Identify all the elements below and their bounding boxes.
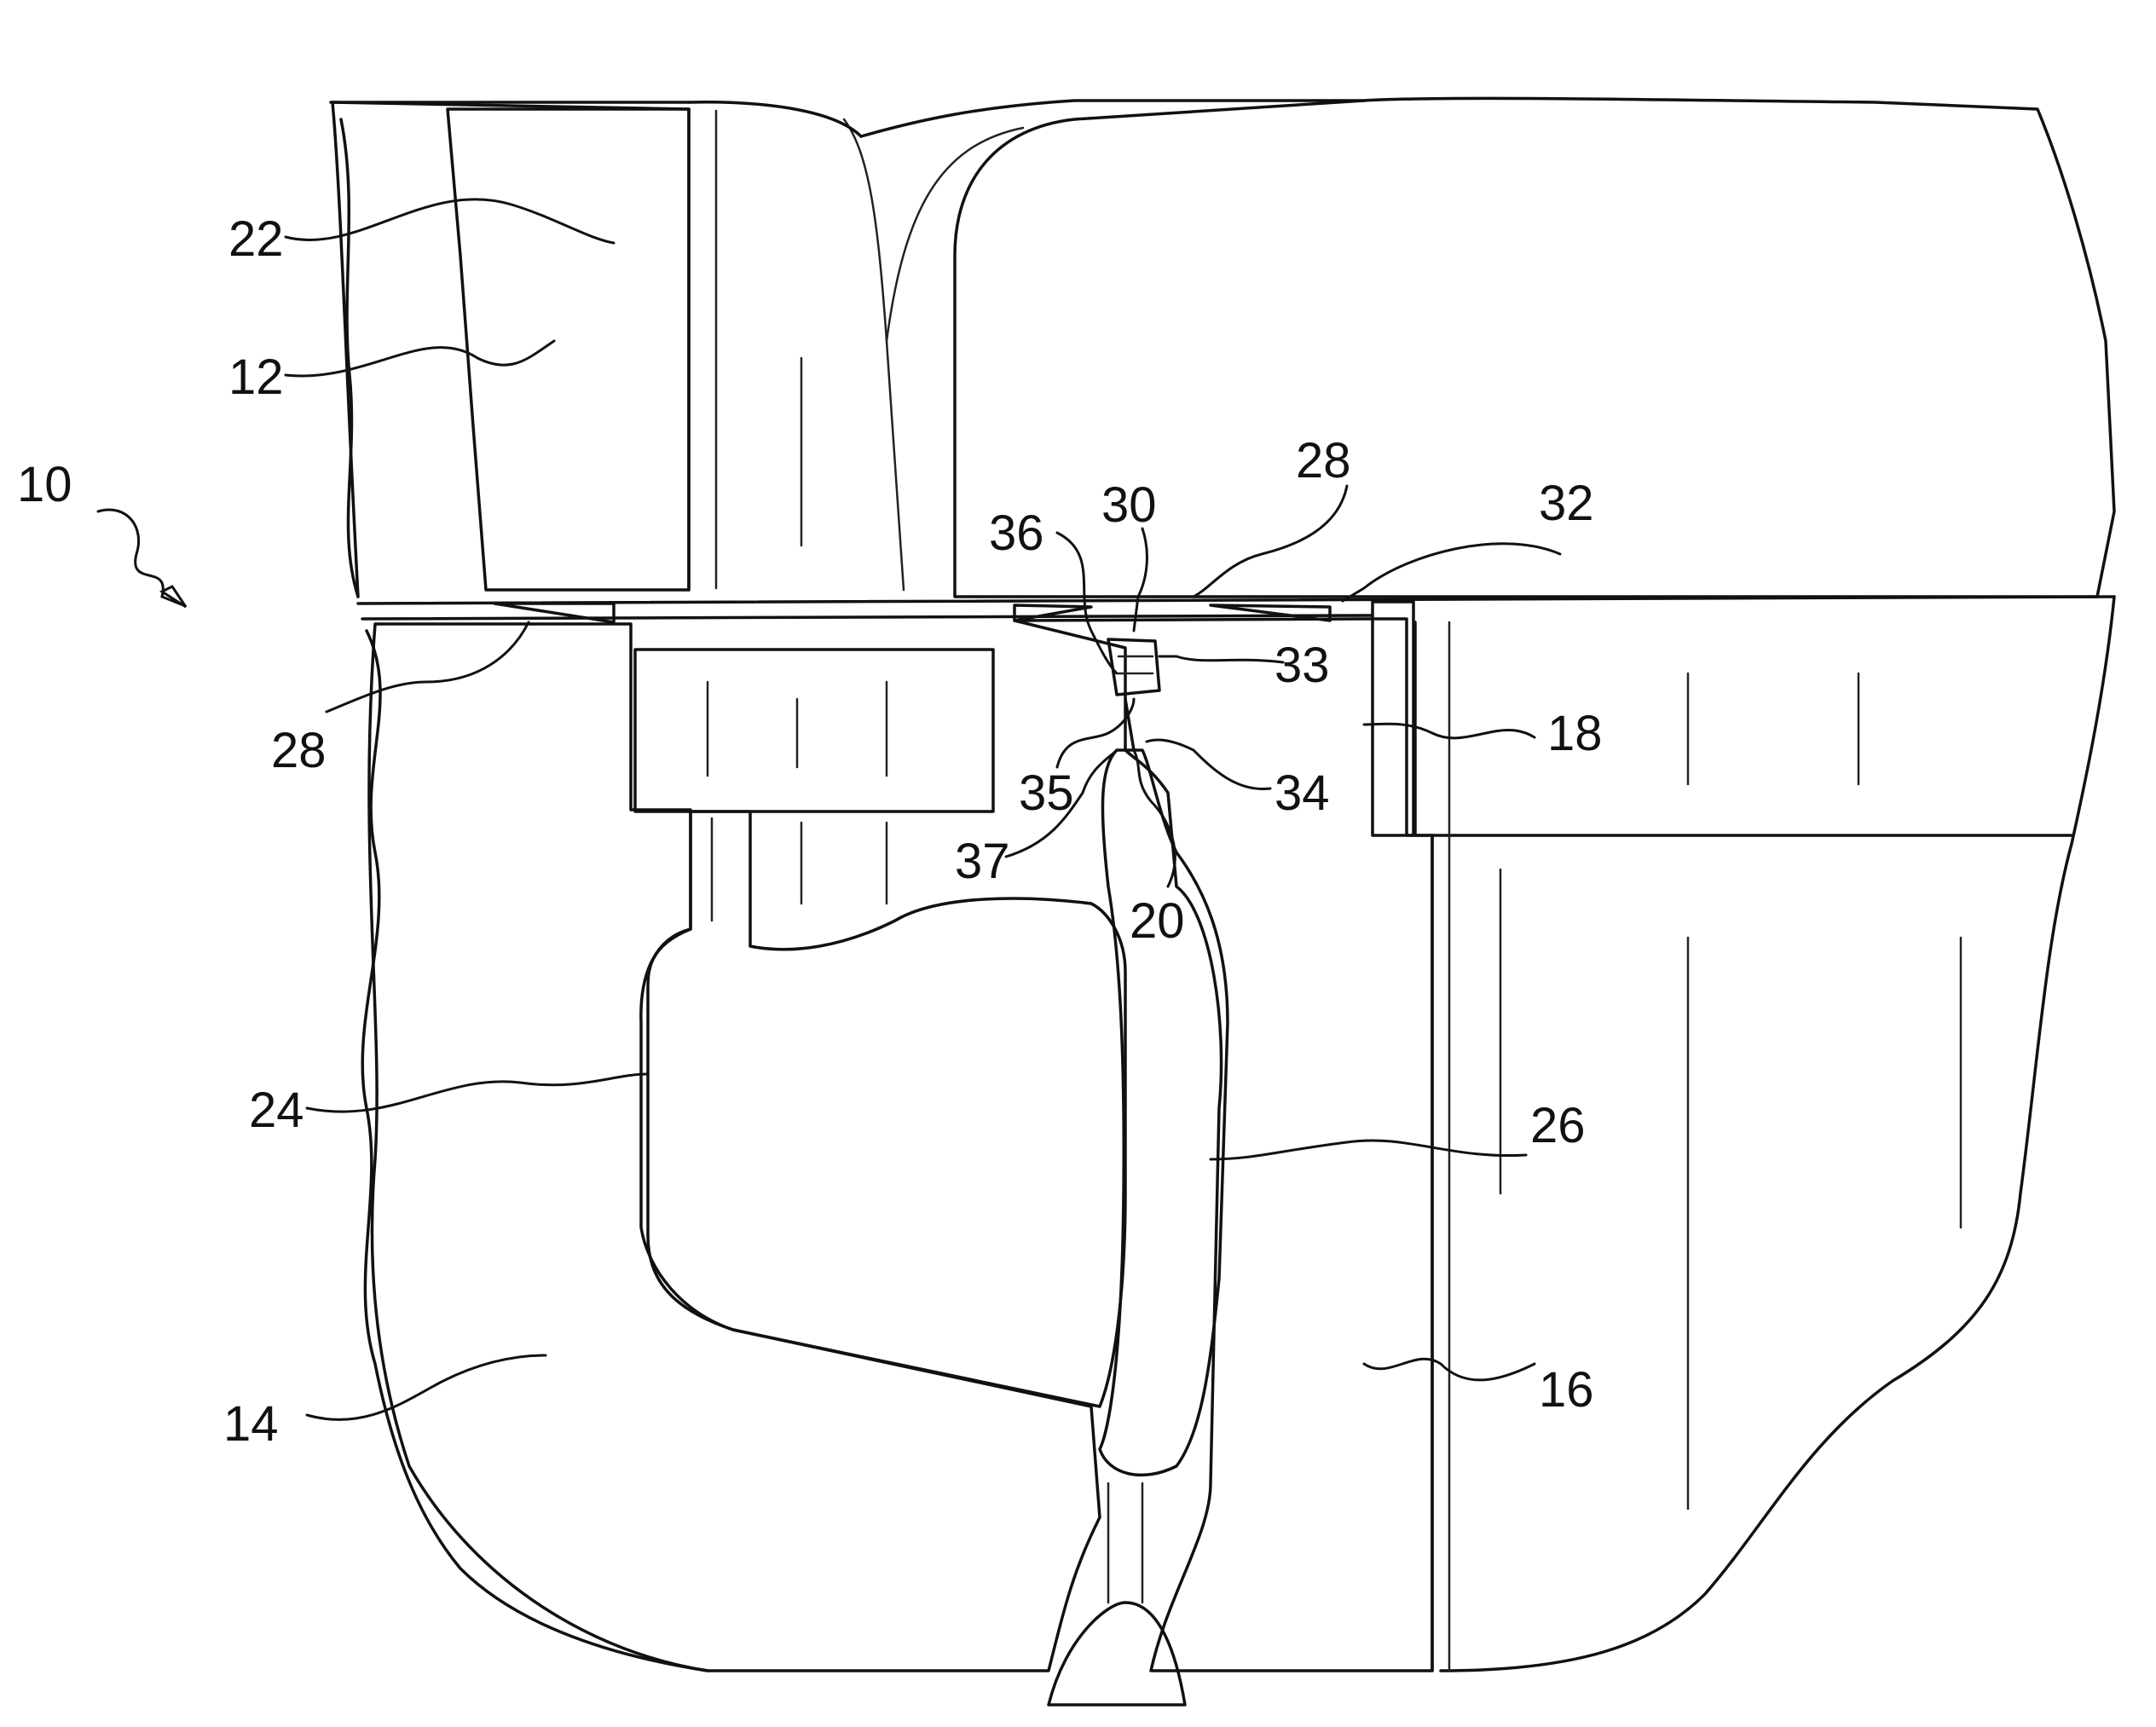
channel-22 (689, 109, 904, 590)
label-33: 33 (1275, 638, 1330, 693)
label-18: 18 (1547, 706, 1603, 761)
label-14: 14 (223, 1396, 279, 1452)
label-28-right: 28 (1296, 433, 1351, 488)
valve-element-30 (1108, 639, 1159, 750)
label-34: 34 (1275, 765, 1330, 821)
reference-numerals: 22 12 10 28 24 14 16 18 26 20 32 28 30 3… (17, 211, 1603, 1452)
label-24: 24 (249, 1083, 304, 1138)
left-wavy-edge (341, 119, 708, 1671)
label-36: 36 (989, 505, 1044, 561)
upper-housing (861, 98, 2114, 597)
label-16: 16 (1539, 1362, 1594, 1418)
label-28-left: 28 (271, 723, 327, 778)
label-10: 10 (17, 457, 72, 512)
label-37: 37 (955, 834, 1010, 889)
label-32: 32 (1539, 476, 1594, 531)
right-shaft (1415, 597, 2114, 1671)
label-30: 30 (1101, 477, 1157, 533)
label-20: 20 (1130, 893, 1185, 949)
port-24 (635, 650, 1125, 1406)
upper-plate-12 (332, 102, 689, 597)
leader-lines (98, 199, 1560, 1420)
label-26: 26 (1530, 1098, 1586, 1153)
lower-body-14 (369, 624, 1100, 1671)
label-12: 12 (228, 349, 284, 405)
arrow-10 (162, 586, 186, 607)
label-22: 22 (228, 211, 284, 267)
label-35: 35 (1019, 765, 1074, 821)
